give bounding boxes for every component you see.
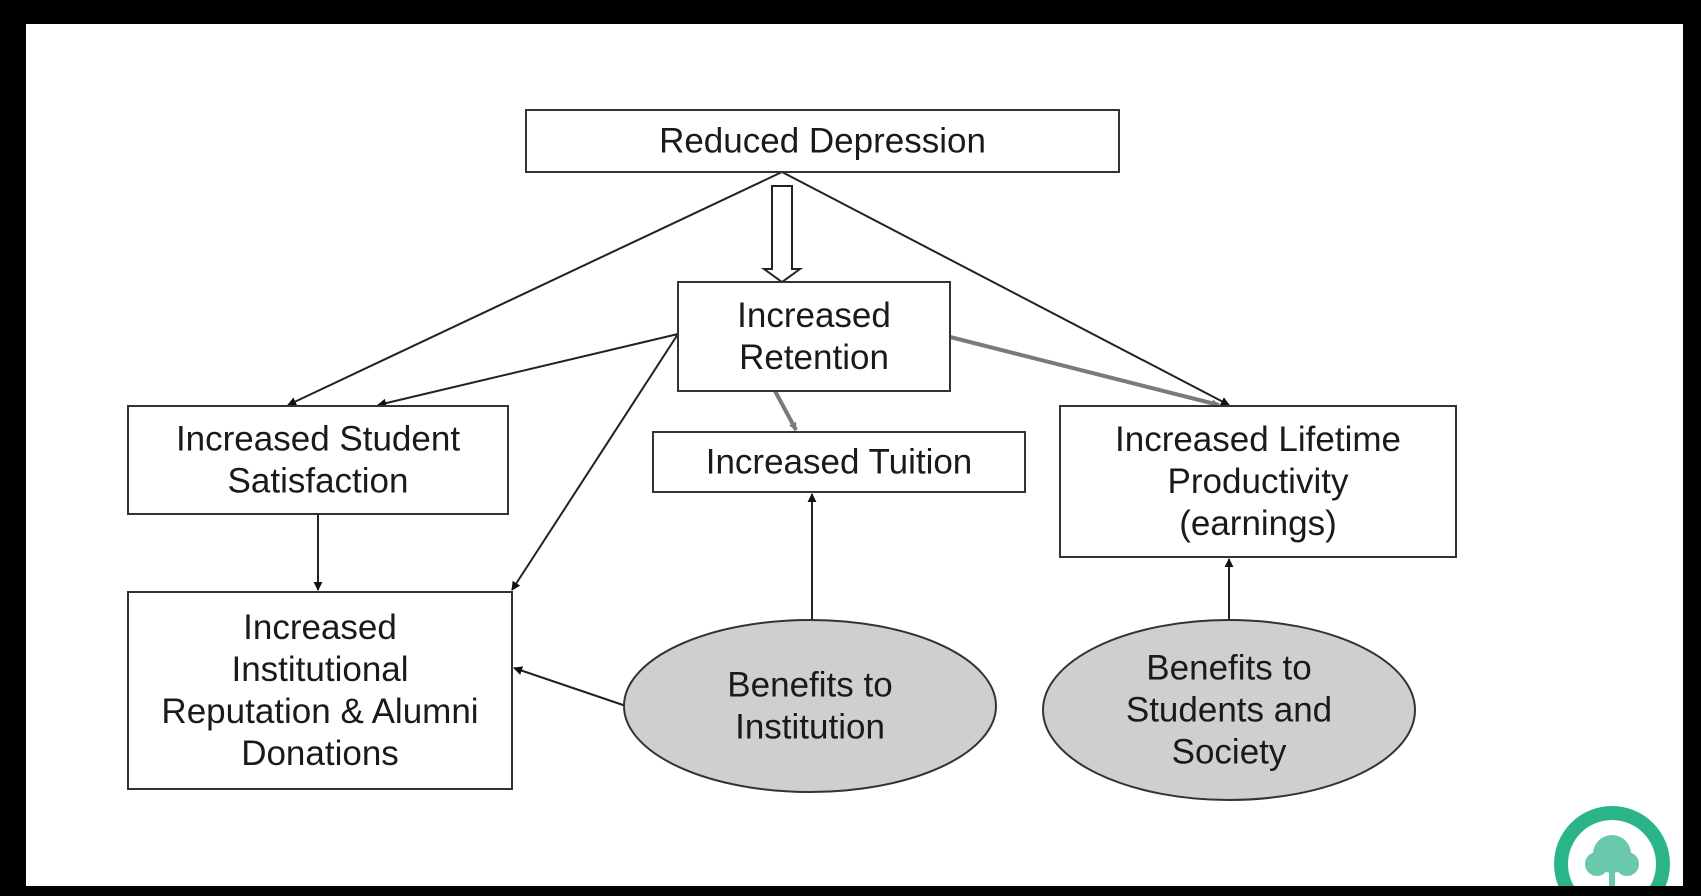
edge-increased-retention-to-institutional-reputation-arrow [511,333,679,591]
node-institutional-reputation-label-line: Donations [241,734,399,773]
tree-icon [1585,835,1639,886]
edge-reduced-depression-to-student-satisfaction-arrow [287,171,783,406]
node-benefits-institution-ellipse [623,619,997,793]
node-lifetime-productivity-label-line: Increased Lifetime [1115,420,1401,459]
node-lifetime-productivity-box [1059,405,1457,558]
node-student-satisfaction-box [127,405,509,515]
node-increased-tuition-box [652,431,1026,493]
node-institutional-reputation-label-line: Reputation & Alumni [161,692,478,731]
edge-increased-retention-to-lifetime-productivity-arrow [949,335,1220,408]
node-benefits-students-society-label-line: Benefits to [1146,649,1311,688]
node-increased-retention-box [677,281,951,392]
node-institutional-reputation-label-line: Increased [243,608,397,647]
node-benefits-institution-label-line: Benefits to [727,666,892,705]
node-increased-retention-label-line: Increased [737,296,891,335]
edge-increased-retention-to-increased-tuition-arrow [773,390,798,431]
tree-logo [1554,806,1670,886]
node-institutional-reputation-label-line: Institutional [231,650,408,689]
flow-diagram: Reduced DepressionIncreasedRetentionIncr… [127,109,1670,886]
node-student-satisfaction-label-line: Satisfaction [228,462,409,501]
node-benefits-students-society-label-line: Society [1172,733,1287,772]
node-reduced-depression-box [525,109,1120,173]
node-student-satisfaction-label-line: Increased Student [176,420,460,459]
edge-reduced-depression-to-increased-retention-hollow-arrow [760,185,804,284]
node-increased-tuition: Increased Tuition [652,431,1026,493]
node-benefits-students-society-label-line: Students and [1126,691,1332,730]
node-increased-retention-label-line: Retention [739,338,889,377]
node-reduced-depression: Reduced Depression [525,109,1120,173]
node-reduced-depression-label-line: Reduced Depression [659,122,986,161]
node-institutional-reputation-box [127,591,513,790]
node-benefits-students-society-ellipse [1042,619,1416,801]
node-increased-tuition-label-line: Increased Tuition [706,443,973,482]
edge-reduced-depression-to-lifetime-productivity-arrow [781,171,1230,406]
node-benefits-institution-label-line: Institution [735,708,885,747]
edge-increased-retention-to-student-satisfaction-arrow [377,333,679,408]
edge-benefits-institution-to-institutional-reputation-arrow [513,666,627,707]
node-lifetime-productivity-label-line: (earnings) [1179,504,1337,543]
node-lifetime-productivity-label-line: Productivity [1168,462,1349,501]
